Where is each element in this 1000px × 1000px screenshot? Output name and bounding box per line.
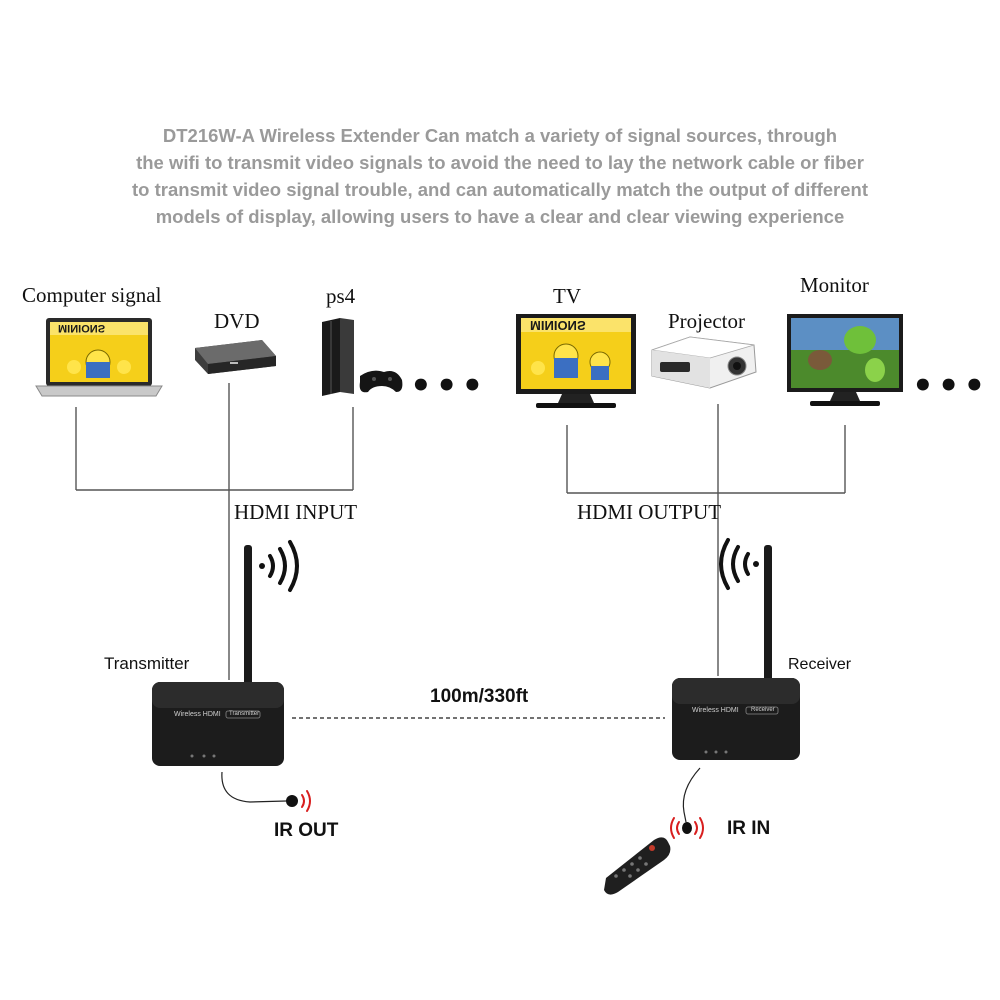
dvd-label: DVD: [214, 309, 260, 333]
monitor-label: Monitor: [800, 273, 869, 297]
projector-label: Projector: [668, 309, 745, 333]
dvd-player-icon: [195, 340, 276, 374]
description-line: the wifi to transmit video signals to av…: [136, 152, 864, 173]
transmitter-wifi-icon: [259, 540, 299, 592]
ir-in-signal-icon: [670, 817, 704, 839]
transmitter-tag-text: Transmitter: [229, 711, 260, 717]
ir-out-signal-icon: [301, 790, 311, 812]
hdmi-output-label: HDMI OUTPUT: [577, 500, 722, 524]
ir-in-label: IR IN: [727, 818, 771, 839]
hdmi-input-label: HDMI INPUT: [234, 500, 358, 524]
remote-control-icon: [604, 837, 671, 895]
description-line: models of display, allowing users to hav…: [155, 206, 845, 227]
transmitter-brand-text: Wireless HDMI: [174, 711, 221, 718]
tv-icon: [516, 314, 636, 408]
distance-label: 100m/330ft: [430, 686, 529, 707]
more-sources-ellipsis: •••: [410, 366, 488, 406]
description-line: DT216W-A Wireless Extender Can match a v…: [162, 125, 838, 146]
monitor-icon: [787, 314, 903, 406]
ps4-label: ps4: [326, 284, 356, 308]
receiver-tag-text: Receiver: [751, 707, 775, 713]
receiver-wifi-icon: [719, 538, 759, 590]
laptop-icon: [35, 318, 163, 397]
tv-screen-banner: MINIONS: [530, 318, 586, 333]
receiver-label: Receiver: [788, 656, 852, 673]
display-bracket: [566, 404, 846, 676]
receiver-brand-text: Wireless HDMI: [692, 707, 739, 714]
description-line: to transmit video signal trouble, and ca…: [132, 179, 868, 200]
ir-out-label: IR OUT: [274, 820, 339, 841]
tv-label: TV: [553, 284, 581, 308]
laptop-screen-banner: MINIONS: [58, 322, 106, 334]
computer-signal-label: Computer signal: [22, 283, 162, 307]
ps4-console-icon: [322, 318, 403, 396]
more-displays-ellipsis: •••: [912, 366, 990, 406]
transmitter-label: Transmitter: [104, 654, 190, 673]
projector-icon: [651, 336, 757, 389]
receiver-unit: [672, 545, 800, 834]
transmitter-unit: [152, 545, 298, 807]
source-bracket: [75, 383, 354, 680]
product-description: DT216W-A Wireless Extender Can match a v…: [0, 122, 1000, 230]
